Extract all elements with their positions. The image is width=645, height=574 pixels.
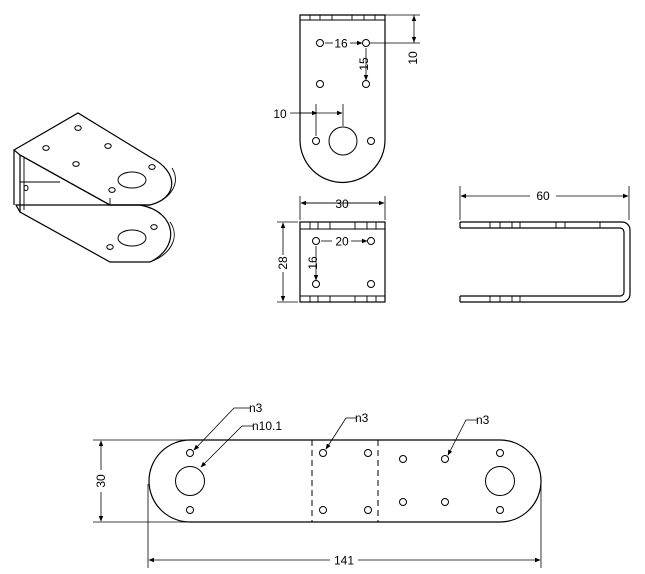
flat-large-hole-left: [175, 466, 205, 496]
top-hole-5: [312, 137, 320, 145]
iso-upper-hole-4: [72, 161, 80, 167]
iso-upper-hole-3: [42, 145, 50, 151]
flat-callout-large-hole: n10.1: [252, 419, 282, 433]
iso-lower-hole-2: [150, 224, 158, 230]
flat-hole-right-4: [441, 498, 449, 506]
top-large-hole: [328, 126, 358, 156]
top-hole-1: [316, 39, 324, 47]
top-hole-4: [362, 80, 370, 88]
top-hole-2: [362, 39, 370, 47]
flat-hole-left-top: [186, 449, 194, 457]
flat-callout-small-hole-2: n3: [355, 411, 369, 425]
flat-hole-left-bottom: [186, 506, 194, 514]
iso-upper-hole-2: [104, 143, 112, 149]
iso-upper-large-hole: [117, 171, 147, 189]
top-view: 16 15 10 10: [273, 14, 420, 184]
front-hole-2: [367, 237, 375, 245]
front-hole-1: [312, 237, 320, 245]
flat-hole-mid-4: [364, 506, 372, 514]
flat-hole-mid-3: [319, 506, 327, 514]
top-dim-hole-spacing: 16: [334, 37, 348, 51]
flat-hole-right-bottom: [496, 506, 504, 514]
iso-upper-hole-1: [74, 125, 82, 131]
side-dim-length: 60: [536, 189, 550, 203]
front-dim-hole-spacing-x: 20: [335, 235, 349, 249]
top-hole-6: [367, 137, 375, 145]
flat-hole-right-3: [399, 498, 407, 506]
flat-hole-right-1: [399, 455, 407, 463]
front-hole-3: [312, 280, 320, 288]
front-dim-height: 28: [276, 256, 290, 270]
top-dim-top-height: 10: [406, 51, 420, 65]
front-hole-4: [367, 280, 375, 288]
front-view: 30 28 20 16: [276, 196, 386, 303]
iso-lower-hole-1: [106, 244, 114, 250]
iso-side-hole: [23, 184, 29, 192]
flat-hole-right-2: [441, 455, 449, 463]
isometric-view: [12, 112, 176, 263]
flat-callout-small-hole-1: n3: [249, 401, 263, 415]
flat-large-hole-right: [485, 466, 515, 496]
flat-pattern: n3 n10.1 n3 n3 30 141: [93, 401, 542, 568]
iso-upper-hole-5: [108, 187, 116, 193]
flat-dim-width: 30: [94, 474, 108, 488]
top-dim-side-offset: 10: [273, 107, 287, 121]
flat-hole-mid-1: [319, 449, 327, 457]
flat-hole-mid-2: [364, 449, 372, 457]
front-dim-hole-spacing-y: 16: [306, 256, 320, 270]
flat-dim-length: 141: [334, 554, 354, 568]
side-view: 60: [459, 186, 631, 303]
top-hole-3: [316, 80, 324, 88]
flat-callout-small-hole-3: n3: [476, 413, 490, 427]
top-dim-edge-to-hole: 15: [357, 57, 371, 71]
iso-lower-large-hole: [117, 229, 147, 247]
front-dim-width: 30: [335, 197, 349, 211]
iso-upper-hole-6: [148, 164, 156, 170]
flat-hole-right-top: [496, 449, 504, 457]
